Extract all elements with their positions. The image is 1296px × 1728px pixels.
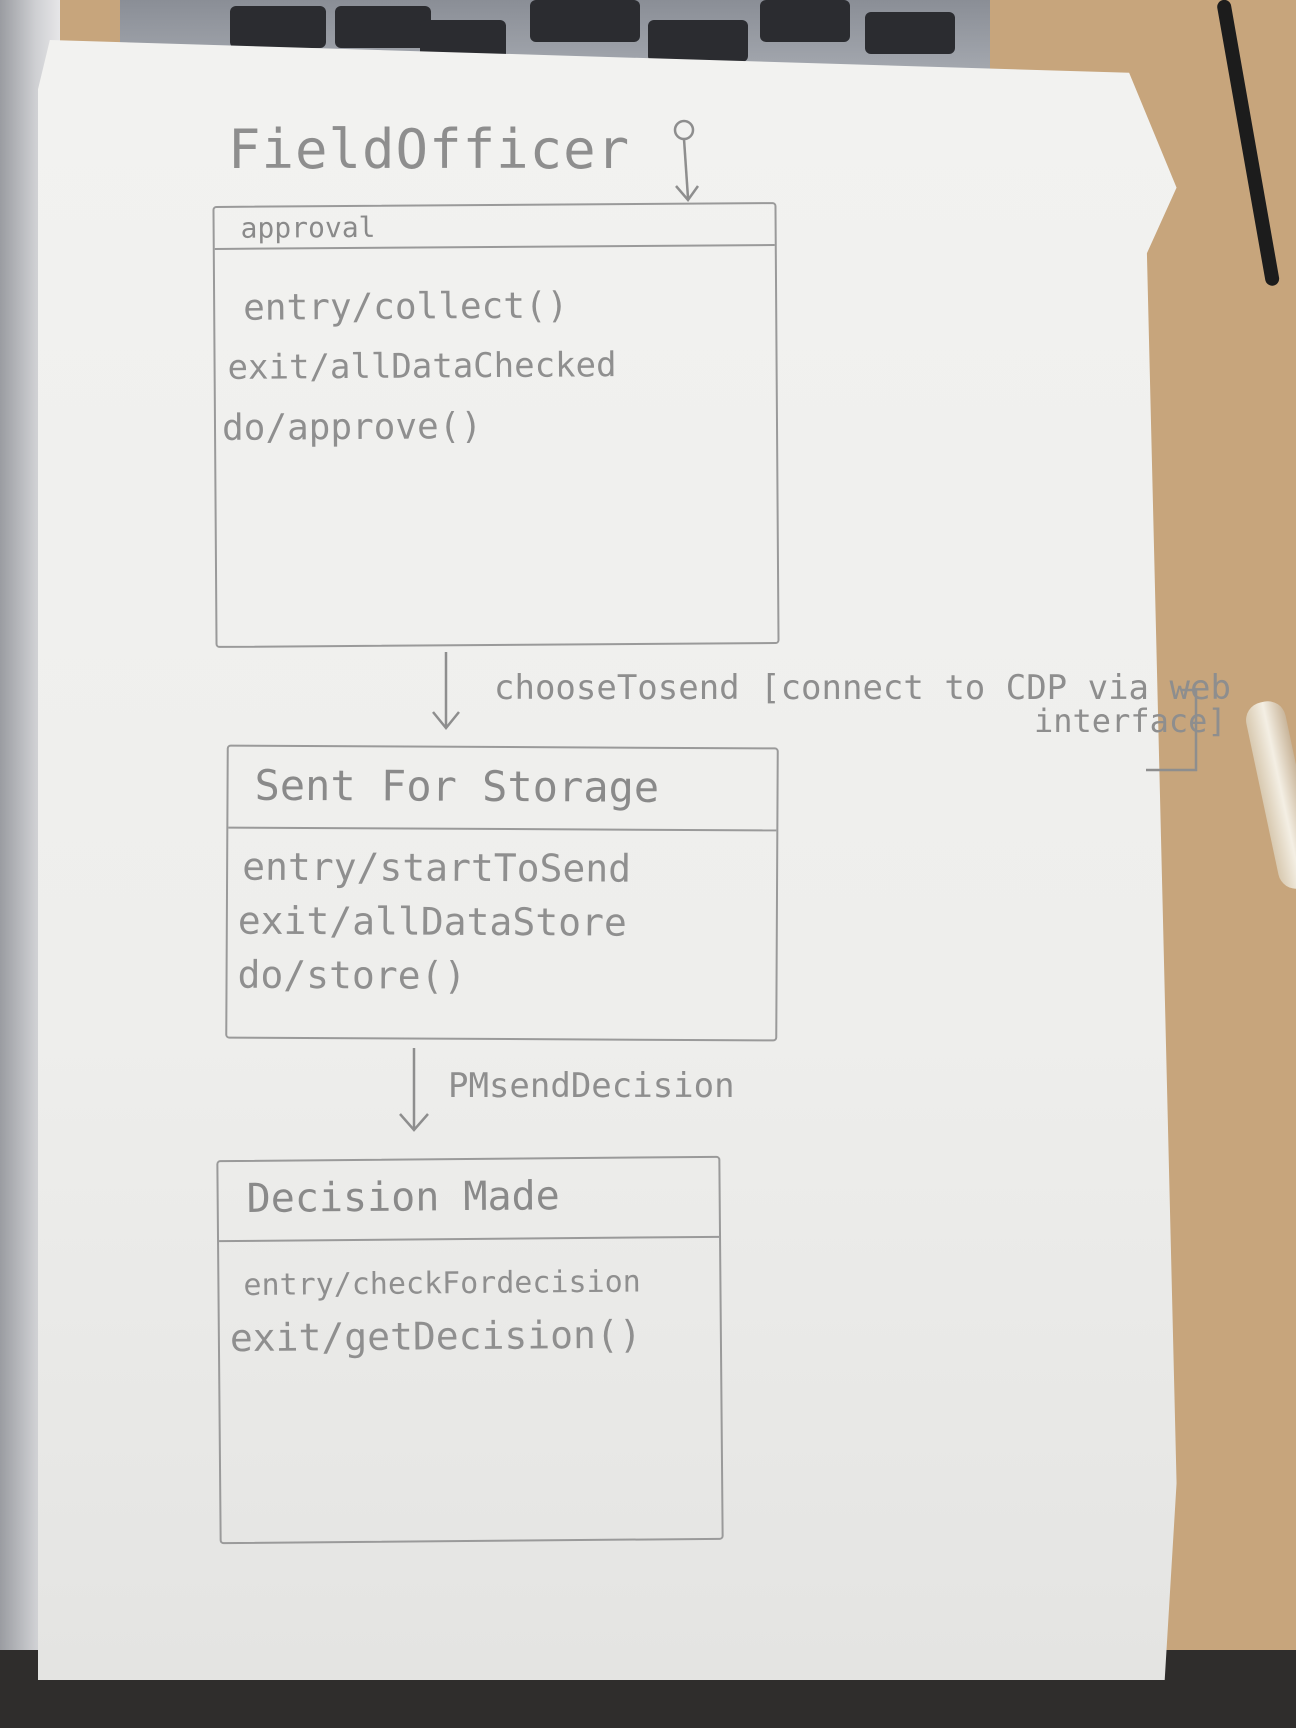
initial-state-icon [673,119,700,203]
transition-2-label: PMsendDecision [448,1066,735,1106]
state-approval-activity-exit: exit/allDataChecked [227,345,617,388]
state-approval-activity-entry: entry/collect() [243,285,569,329]
state-sent-for-storage: Sent For Storage entry/startToSend exit/… [225,744,779,1042]
keyboard-key [760,0,850,42]
state-approval-activity-do: do/approve() [221,406,483,449]
diagram-title: FieldOfficer [228,118,631,181]
state-decision-made-activity-entry: entry/checkFordecision [243,1264,641,1303]
state-approval: approval entry/collect() exit/allDataChe… [212,202,780,648]
keyboard-key [648,20,748,62]
transition-1-label: chooseTosend [connect to CDP via web [494,668,1231,708]
guard-bracket-close [1146,688,1198,772]
transition-arrow-2 [399,1048,429,1132]
state-decision-made-name: Decision Made [246,1173,560,1222]
state-sent-for-storage-name: Sent For Storage [254,760,660,812]
state-sent-for-storage-activity-do: do/store() [237,952,467,998]
state-sent-for-storage-activity-entry: entry/startToSend [242,844,632,891]
transition-arrow-1 [432,652,460,730]
keyboard-key [530,0,640,42]
state-decision-made: Decision Made entry/checkFordecision exi… [216,1155,724,1545]
state-sent-for-storage-activity-exit: exit/allDataStore [237,898,627,945]
keyboard-key [230,6,326,48]
state-decision-made-activity-exit: exit/getDecision() [229,1312,642,1361]
transition-1-label-continued: interface] [1034,702,1227,740]
keyboard-key [865,12,955,54]
paper-sheet [38,40,1177,1680]
keyboard-key [335,6,431,48]
state-approval-name: approval [240,210,376,245]
